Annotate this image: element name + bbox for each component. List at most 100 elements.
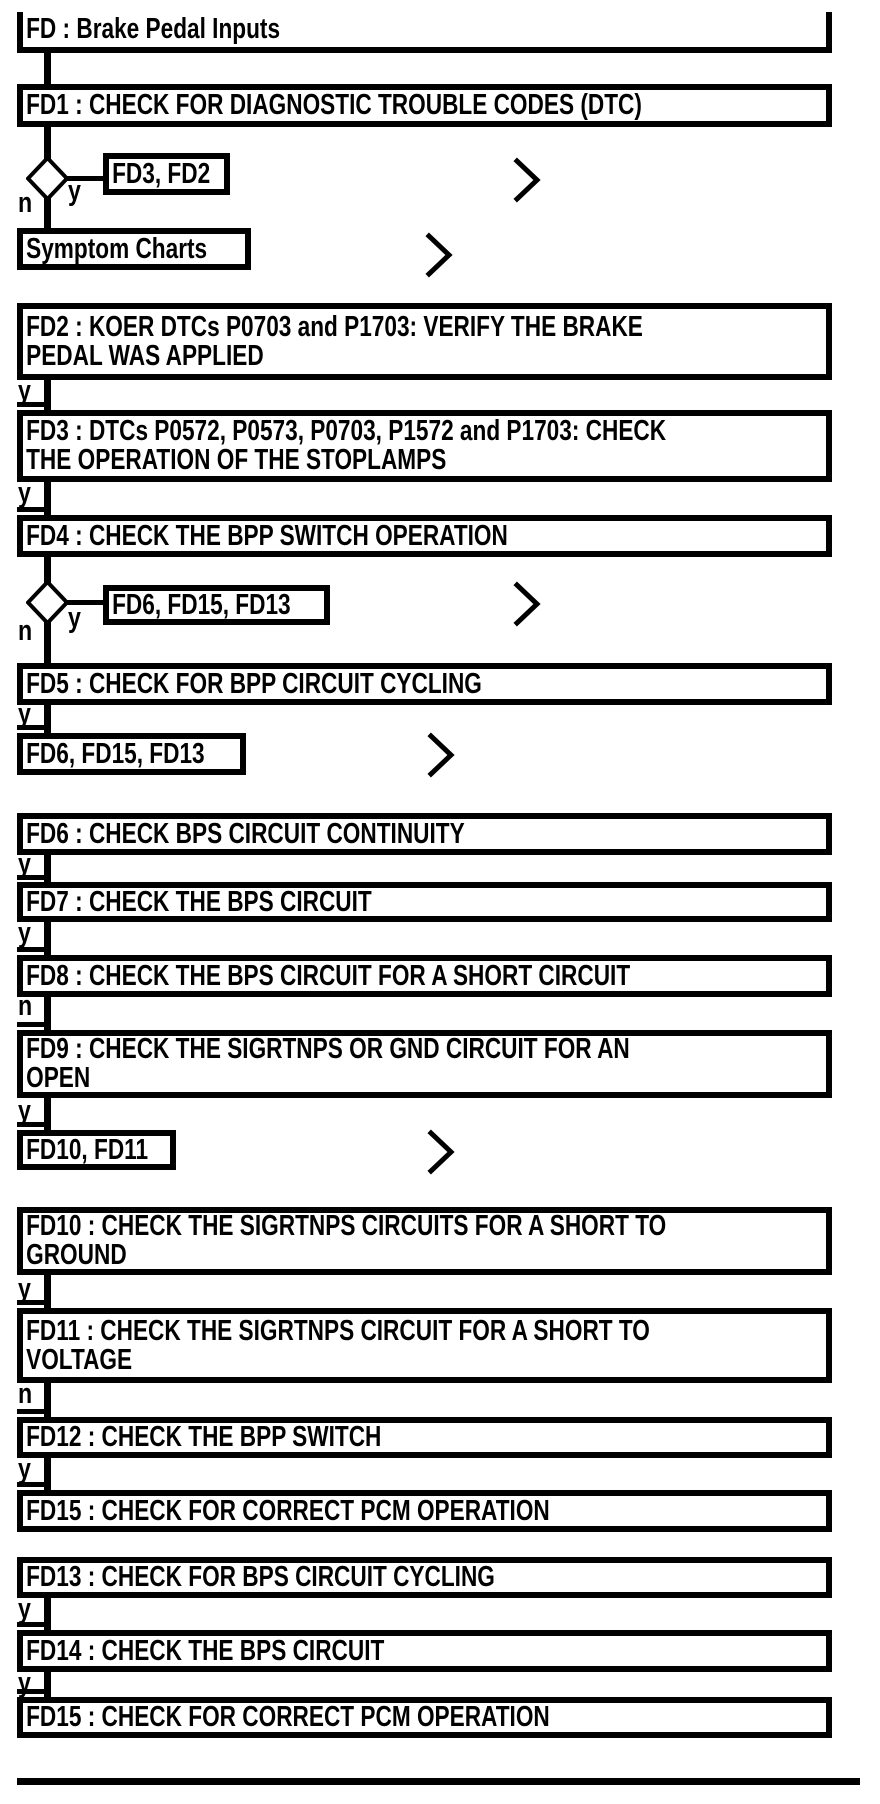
label-no: n [18,1378,33,1410]
connector-tick [17,1022,50,1027]
referral-box-fd10-fd11-text: FD10, FD11 [26,1133,149,1166]
chart-title-box: FD : Brake Pedal Inputs [17,12,832,53]
referral-box-fd3-fd2[interactable]: FD3, FD2 [103,153,230,195]
connector-line-vertical [44,1098,51,1130]
label-yes: y [18,698,31,730]
referral-box-fd10-fd11[interactable]: FD10, FD11 [17,1130,176,1170]
referral-box-symptom-charts-text: Symptom Charts [26,232,208,265]
connector-line-vertical [44,1458,51,1490]
connector-line-vertical [44,1275,51,1308]
step-box-fd2-line1: FD2 : KOER DTCs P0703 and P1703: VERIFY … [26,310,643,343]
connector-line-vertical [44,482,51,515]
step-box-fd13-text: FD13 : CHECK FOR BPS CIRCUIT CYCLING [26,1561,495,1593]
step-box-fd8[interactable]: FD8 : CHECK THE BPS CIRCUIT FOR A SHORT … [17,955,832,997]
connector-tick [17,875,50,880]
connector-tick [17,1409,50,1414]
step-box-fd6[interactable]: FD6 : CHECK BPS CIRCUIT CONTINUITY [17,813,832,855]
step-box-fd7[interactable]: FD7 : CHECK THE BPS CIRCUIT [17,882,832,922]
connector-tick [17,402,50,407]
step-box-fd7-text: FD7 : CHECK THE BPS CIRCUIT [26,885,372,918]
connector-tick [17,507,50,512]
step-box-fd6-text: FD6 : CHECK BPS CIRCUIT CONTINUITY [26,817,465,850]
step-box-fd10-line2: GROUND [26,1239,127,1271]
referral-box-fd3-fd2-text: FD3, FD2 [112,157,211,190]
connector-tick [17,1482,50,1487]
label-yes: y [18,1593,31,1625]
referral-box-symptom-charts[interactable]: Symptom Charts [17,228,251,270]
step-box-fd5-text: FD5 : CHECK FOR BPP CIRCUIT CYCLING [26,667,482,700]
step-box-fd9[interactable]: FD9 : CHECK THE SIGRTNPS OR GND CIRCUIT … [17,1030,832,1098]
connector-line-vertical [44,557,51,583]
connector-line-horizontal [64,600,104,605]
label-yes: y [68,602,81,634]
referral-box-fd6-fd15-fd13-text: FD6, FD15, FD13 [26,737,205,770]
step-box-fd10-line1: FD10 : CHECK THE SIGRTNPS CIRCUITS FOR A… [26,1210,667,1242]
step-box-fd9-line2: OPEN [26,1062,91,1094]
step-box-fd11-line1: FD11 : CHECK THE SIGRTNPS CIRCUIT FOR A … [26,1314,650,1347]
connector-line-vertical [44,855,51,883]
step-box-fd5[interactable]: FD5 : CHECK FOR BPP CIRCUIT CYCLING [17,663,832,705]
step-box-fd4[interactable]: FD4 : CHECK THE BPP SWITCH OPERATION [17,515,832,557]
step-box-fd3-line1: FD3 : DTCs P0572, P0573, P0703, P1572 an… [26,415,667,447]
label-yes: y [18,917,31,949]
label-no: n [18,990,33,1022]
step-box-fd8-text: FD8 : CHECK THE BPS CIRCUIT FOR A SHORT … [26,959,631,992]
step-box-fd1-text: FD1 : CHECK FOR DIAGNOSTIC TROUBLE CODES… [26,89,642,121]
step-box-fd15-text: FD15 : CHECK FOR CORRECT PCM OPERATION [26,1701,550,1733]
step-box-fd11-line2: VOLTAGE [26,1343,133,1376]
connector-tick [17,1300,50,1305]
connector-line-vertical [44,1598,51,1630]
connector-line-vertical [44,621,51,663]
connector-tick [17,1689,50,1694]
connector-line-vertical [44,53,51,84]
chevron-right-icon [427,732,455,778]
label-yes: y [18,1095,31,1127]
label-yes: y [68,175,81,207]
connector-tick [17,947,50,952]
step-box-fd15[interactable]: FD15 : CHECK FOR CORRECT PCM OPERATION [17,1697,832,1738]
step-box-fd11-text: FD11 : CHECK THE SIGRTNPS CIRCUIT FOR A … [23,1314,650,1376]
step-box-fd3[interactable]: FD3 : DTCs P0572, P0573, P0703, P1572 an… [17,410,832,482]
referral-box-fd6-fd15-fd13[interactable]: FD6, FD15, FD13 [17,733,246,775]
connector-line-vertical [44,922,51,955]
step-box-fd10-text: FD10 : CHECK THE SIGRTNPS CIRCUITS FOR A… [23,1212,666,1270]
step-box-fd12[interactable]: FD12 : CHECK THE BPP SWITCH [17,1417,832,1458]
step-box-fd15[interactable]: FD15 : CHECK FOR CORRECT PCM OPERATION [17,1490,832,1532]
step-box-fd11[interactable]: FD11 : CHECK THE SIGRTNPS CIRCUIT FOR A … [17,1308,832,1383]
bottom-separator-line [17,1778,860,1785]
chart-title-text: FD : Brake Pedal Inputs [26,13,281,45]
label-yes: y [18,375,31,407]
label-yes: y [18,1453,31,1485]
connector-tick [17,1122,50,1127]
step-box-fd10[interactable]: FD10 : CHECK THE SIGRTNPS CIRCUITS FOR A… [17,1207,832,1275]
label-no: n [18,187,33,219]
label-yes: y [18,848,31,880]
connector-line-vertical [44,705,51,733]
connector-line-vertical [44,380,51,410]
chevron-right-icon [513,157,541,203]
connector-line-vertical [44,997,51,1030]
step-box-fd1[interactable]: FD1 : CHECK FOR DIAGNOSTIC TROUBLE CODES… [17,84,832,127]
step-box-fd12-text: FD12 : CHECK THE BPP SWITCH [26,1421,382,1453]
connector-tick [17,725,50,730]
step-box-fd9-text: FD9 : CHECK THE SIGRTNPS OR GND CIRCUIT … [23,1035,630,1093]
step-box-fd3-text: FD3 : DTCs P0572, P0573, P0703, P1572 an… [23,417,666,475]
connector-tick [17,1622,50,1627]
step-box-fd2-line2: PEDAL WAS APPLIED [26,339,264,372]
step-box-fd4-text: FD4 : CHECK THE BPP SWITCH OPERATION [26,519,508,552]
connector-line-vertical [44,1672,51,1697]
step-box-fd9-line1: FD9 : CHECK THE SIGRTNPS OR GND CIRCUIT … [26,1033,630,1065]
referral-box-fd6-fd15-fd13[interactable]: FD6, FD15, FD13 [103,585,330,625]
step-box-fd15-text: FD15 : CHECK FOR CORRECT PCM OPERATION [26,1494,550,1527]
step-box-fd14[interactable]: FD14 : CHECK THE BPS CIRCUIT [17,1630,832,1672]
decision-diamond [26,580,69,625]
step-box-fd3-line2: THE OPERATION OF THE STOPLAMPS [26,444,447,476]
step-box-fd13[interactable]: FD13 : CHECK FOR BPS CIRCUIT CYCLING [17,1557,832,1598]
referral-box-fd6-fd15-fd13-text: FD6, FD15, FD13 [112,588,291,621]
chevron-right-icon [513,581,541,627]
connector-line-vertical [44,127,51,159]
connector-line-vertical [44,198,51,230]
step-box-fd2[interactable]: FD2 : KOER DTCs P0703 and P1703: VERIFY … [17,303,832,380]
label-no: n [18,615,33,647]
